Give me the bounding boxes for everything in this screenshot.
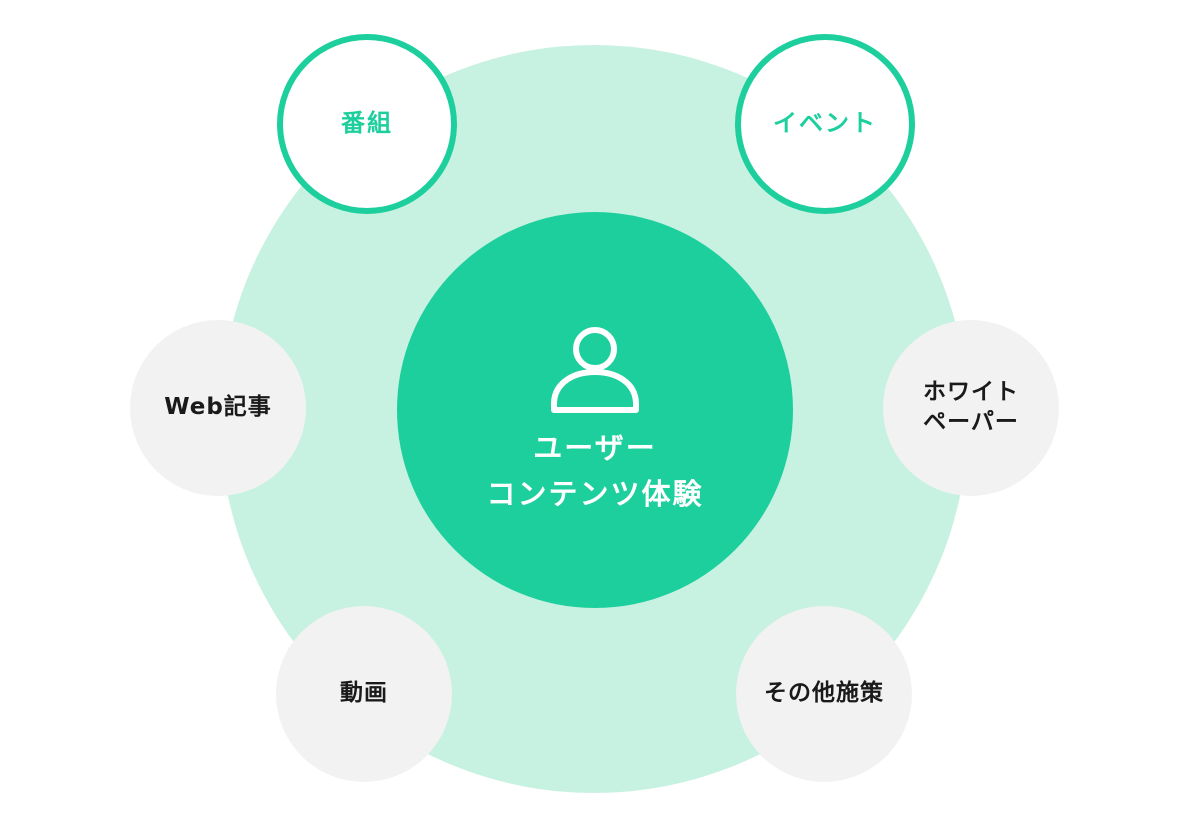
user-icon (551, 327, 639, 413)
node-video-label: 動画 (340, 680, 388, 707)
node-bangumi-label: 番組 (341, 109, 393, 138)
node-bangumi: 番組 (277, 34, 457, 214)
node-other: その他施策 (736, 606, 912, 782)
node-web-article-label: Web記事 (164, 394, 272, 421)
node-whitepaper-line2: ペーパー (923, 409, 1019, 435)
center-title-line2: コンテンツ体験 (486, 477, 704, 511)
node-video: 動画 (276, 606, 452, 782)
node-whitepaper: ホワイト ペーパー (883, 320, 1059, 496)
node-whitepaper-line1: ホワイト (923, 379, 1019, 406)
node-other-label: その他施策 (764, 680, 884, 707)
node-web-article: Web記事 (130, 320, 306, 496)
center-title-line1: ユーザー (533, 431, 657, 465)
node-event: イベント (735, 34, 915, 214)
node-event-label: イベント (773, 109, 877, 138)
